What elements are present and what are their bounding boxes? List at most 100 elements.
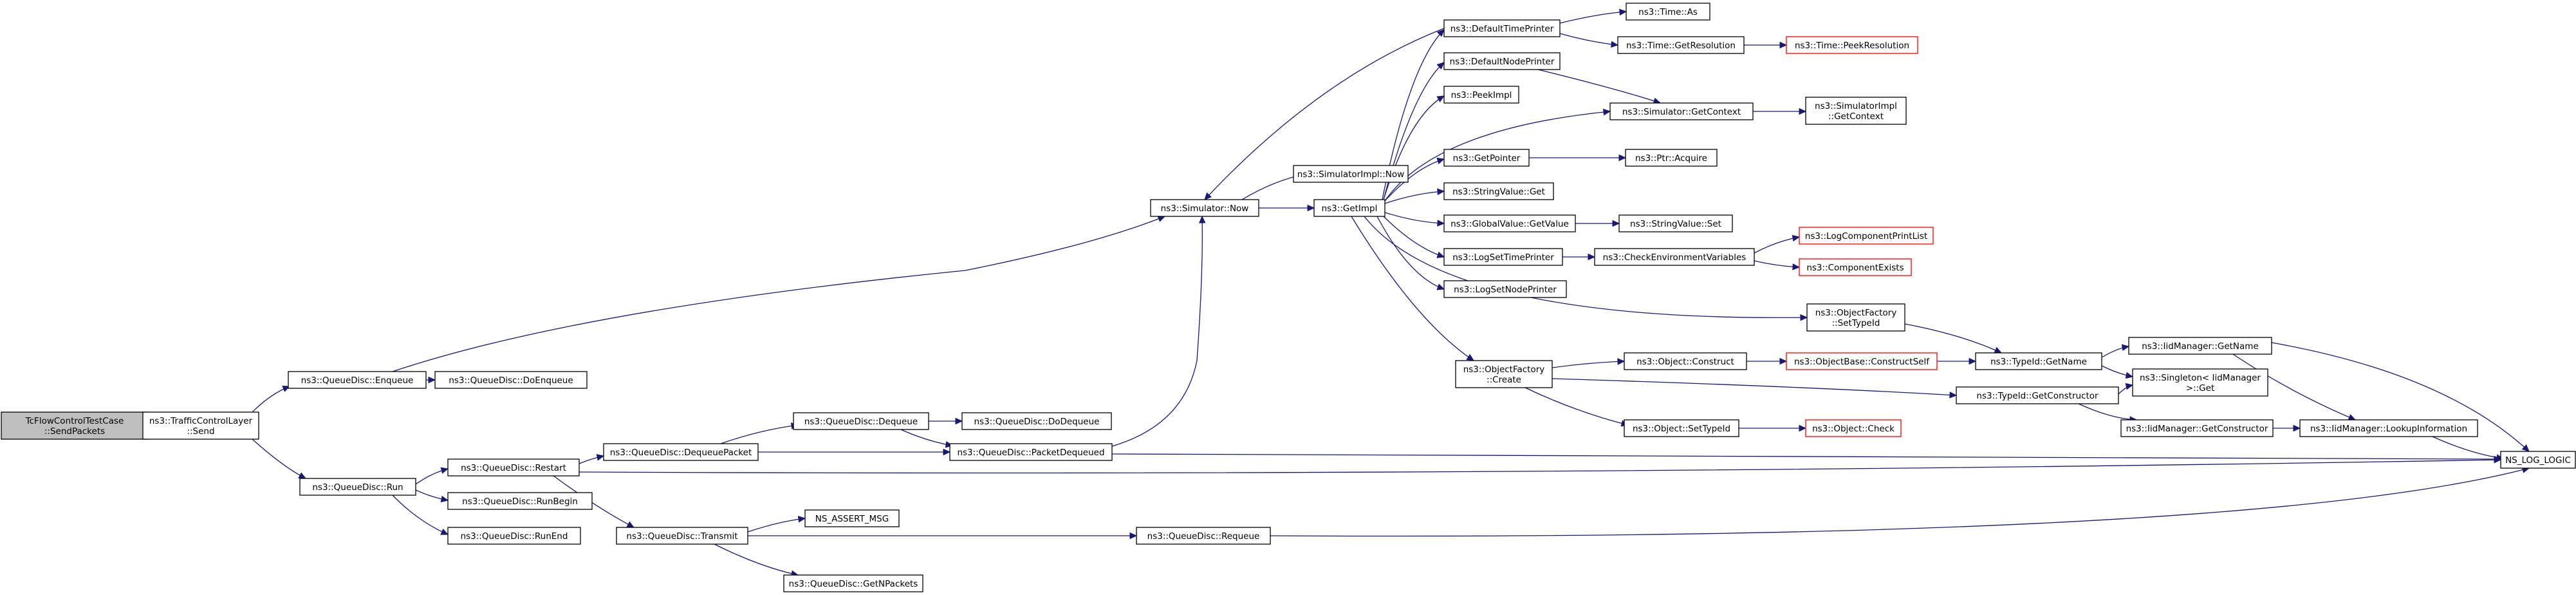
edge-qd_dequeue-to-qd_packetdequeued	[900, 429, 954, 448]
edge-object_settypeid-to-object_check	[1739, 424, 1807, 432]
edge-arrowhead	[1792, 234, 1801, 242]
node-qd-getnpackets[interactable]: ns3::QueueDisc::GetNPackets	[783, 574, 923, 592]
edge-arrowhead	[1800, 314, 1808, 321]
node-box	[1956, 386, 2119, 404]
node-label: ns3::Object::SetTypeId	[1633, 424, 1730, 434]
node-label: ns3::CheckEnvironmentVariables	[1603, 252, 1747, 263]
edge-line	[1904, 323, 2002, 354]
node-logsetnodeprinter[interactable]: ns3::LogSetNodePrinter	[1443, 280, 1567, 298]
node-label: ns3::LogComponentPrintList	[1805, 231, 1927, 241]
node-object-settypeid[interactable]: ns3::Object::SetTypeId	[1624, 419, 1739, 437]
node-time-as[interactable]: ns3::Time::As	[1626, 3, 1710, 21]
node-label: ns3::ObjectFactory	[1463, 364, 1545, 375]
edge-tcl_send-to-qd_run	[252, 439, 307, 479]
node-box	[1625, 149, 1718, 167]
edge-typeid_getname-to-singleton_get	[2101, 365, 2134, 379]
edge-arrowhead	[1436, 95, 1445, 102]
edge-qd_packetdequeued-to-ns_log_logic	[1111, 453, 2502, 463]
node-objectbase-constructself[interactable]: ns3::ObjectBase::ConstructSelf	[1786, 352, 1938, 370]
edge-getimpl-to-globalvalue_getvalue	[1384, 212, 1445, 227]
node-qd-requeue[interactable]: ns3::QueueDisc::Requeue	[1136, 527, 1271, 545]
node-objfactory-settypeid[interactable]: ns3::ObjectFactory::SetTypeId	[1806, 303, 1905, 332]
node-simimpl-now[interactable]: ns3::SimulatorImpl::Now	[1293, 165, 1409, 183]
edge-arrowhead	[1618, 154, 1627, 162]
node-defaultnodeprinter[interactable]: ns3::DefaultNodePrinter	[1443, 52, 1561, 70]
edge-getpointer-to-ptr_acquire	[1529, 154, 1627, 162]
node-typeid-getname[interactable]: ns3::TypeId::GetName	[1975, 352, 2102, 370]
node-componentexists[interactable]: ns3::ComponentExists	[1799, 258, 1912, 276]
node-label: ns3::QueueDisc::DequeuePacket	[610, 448, 752, 458]
node-iidmanager-getconstructor[interactable]: ns3::IidManager::GetConstructor	[2120, 419, 2274, 437]
node-label: TcFlowControlTestCase	[25, 416, 124, 426]
node-logsettimeprinter[interactable]: ns3::LogSetTimePrinter	[1443, 248, 1563, 266]
edge-arrowhead	[282, 385, 291, 392]
node-globalvalue-getvalue[interactable]: ns3::GlobalValue::GetValue	[1443, 214, 1576, 232]
node-singleton-get[interactable]: ns3::Singleton< IidManager >::Get	[2132, 368, 2268, 397]
node-object-construct[interactable]: ns3::Object::Construct	[1624, 352, 1747, 370]
edge-getimpl-to-sim_getcontext	[1384, 108, 1611, 202]
node-box	[1618, 214, 1733, 232]
node-label: NS_LOG_LOGIC	[2505, 455, 2571, 466]
node-root[interactable]: TcFlowControlTestCase::SendPackets	[1, 411, 149, 440]
edge-arrowhead	[1129, 532, 1138, 540]
edge-line	[1270, 468, 2530, 537]
node-box	[2120, 419, 2274, 437]
node-checkenv[interactable]: ns3::CheckEnvironmentVariables	[1594, 248, 1755, 266]
edge-checkenv-to-componentexists	[1754, 260, 1801, 270]
edge-qd_transmit-to-ns_assert	[747, 515, 806, 533]
node-box	[1443, 149, 1530, 167]
node-box	[142, 411, 259, 440]
node-qd-dodequeue[interactable]: ns3::QueueDisc::DoDequeue	[961, 412, 1112, 430]
node-box	[1624, 419, 1739, 437]
edge-getimpl-to-objfactory_settypeid	[1364, 216, 1808, 321]
node-getpointer[interactable]: ns3::GetPointer	[1443, 149, 1530, 167]
node-logcomponentprintlist[interactable]: ns3::LogComponentPrintList	[1799, 227, 1934, 245]
edge-defaultnodeprinter-to-sim_getcontext	[1537, 69, 1662, 104]
edge-iidmanager_getname-to-iidmanager_lookupinfo	[2232, 354, 2357, 420]
node-qd-runend[interactable]: ns3::QueueDisc::RunEnd	[447, 527, 581, 545]
node-peekimpl[interactable]: ns3::PeekImpl	[1443, 86, 1519, 104]
node-time-peekres[interactable]: ns3::Time::PeekResolution	[1786, 36, 1918, 54]
node-stringvalue-get[interactable]: ns3::StringValue::Get	[1443, 182, 1554, 200]
node-time-getres[interactable]: ns3::Time::GetResolution	[1617, 36, 1745, 54]
node-box	[1443, 52, 1561, 70]
node-box	[961, 412, 1112, 430]
node-qd-doenqueue[interactable]: ns3::QueueDisc::DoEnqueue	[434, 371, 588, 389]
node-qd-transmit[interactable]: ns3::QueueDisc::Transmit	[616, 527, 748, 545]
edge-line	[1559, 11, 1627, 24]
node-typeid-getconstructor[interactable]: ns3::TypeId::GetConstructor	[1956, 386, 2119, 404]
node-box	[1805, 97, 1907, 125]
node-stringvalue-set[interactable]: ns3::StringValue::Set	[1618, 214, 1733, 232]
node-object-check[interactable]: ns3::Object::Check	[1805, 419, 1902, 437]
node-ns-assert[interactable]: NS_ASSERT_MSG	[804, 509, 900, 527]
node-box	[1609, 102, 1754, 120]
node-iidmanager-lookupinfo[interactable]: ns3::IidManager::LookupInformation	[2299, 419, 2478, 437]
node-simimpl-getcontext[interactable]: ns3::SimulatorImpl::GetContext	[1805, 97, 1907, 125]
node-tcl-send[interactable]: ns3::TrafficControlLayer::Send	[142, 411, 259, 440]
node-qd-run[interactable]: ns3::QueueDisc::Run	[299, 478, 416, 496]
node-label: ns3::ObjectFactory	[1815, 308, 1897, 318]
node-qd-packetdequeued[interactable]: ns3::QueueDisc::PacketDequeued	[949, 443, 1113, 461]
node-sim-now[interactable]: ns3::Simulator::Now	[1150, 199, 1259, 217]
edge-qd_transmit-to-qd_requeue	[748, 532, 1138, 540]
node-qd-dequeue[interactable]: ns3::QueueDisc::Dequeue	[793, 412, 929, 430]
node-objfactory-create[interactable]: ns3::ObjectFactory::Create	[1455, 360, 1553, 388]
node-qd-runbegin[interactable]: ns3::QueueDisc::RunBegin	[447, 492, 593, 510]
node-sim-getcontext[interactable]: ns3::Simulator::GetContext	[1609, 102, 1754, 120]
node-box	[1624, 352, 1747, 370]
edge-arrowhead	[1994, 346, 2003, 354]
node-qd-dequeuepacket[interactable]: ns3::QueueDisc::DequeuePacket	[603, 443, 759, 461]
node-getimpl[interactable]: ns3::GetImpl	[1313, 199, 1385, 217]
node-qd-restart[interactable]: ns3::QueueDisc::Restart	[447, 458, 580, 477]
node-ns-log-logic[interactable]: NS_LOG_LOGIC	[2500, 451, 2576, 469]
node-box	[2299, 419, 2478, 437]
node-qd-enqueue[interactable]: ns3::QueueDisc::Enqueue	[288, 371, 427, 389]
call-graph-edges	[142, 8, 2530, 577]
node-ptr-acquire[interactable]: ns3::Ptr::Acquire	[1625, 149, 1718, 167]
edge-arrowhead	[1437, 220, 1445, 227]
edge-arrowhead	[2125, 382, 2134, 390]
node-defaulttimeprinter[interactable]: ns3::DefaultTimePrinter	[1443, 19, 1561, 37]
edge-logsettimeprinter-to-checkenv	[1562, 253, 1596, 261]
node-iidmanager-getname[interactable]: ns3::IidManager::GetName	[2128, 337, 2272, 355]
node-box	[1594, 248, 1755, 266]
